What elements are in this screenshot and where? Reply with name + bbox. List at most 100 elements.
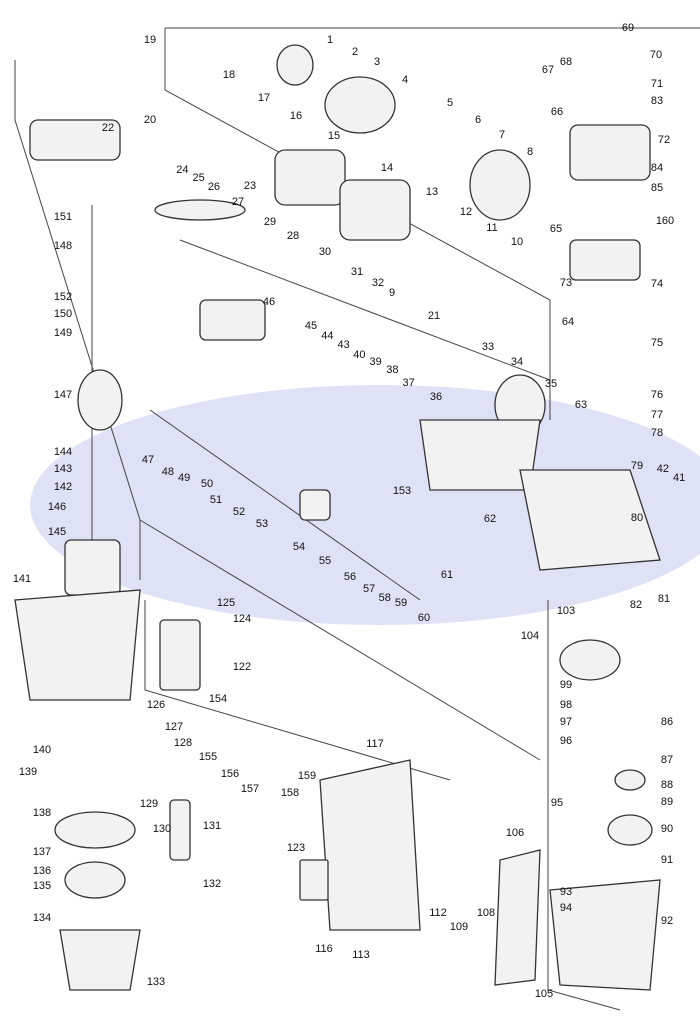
part-label-21: 21	[427, 309, 441, 322]
part-label-67: 67	[541, 63, 555, 76]
part-label-72: 72	[657, 133, 671, 146]
part-label-108: 108	[476, 906, 496, 919]
part-label-23: 23	[243, 179, 257, 192]
part-label-9: 9	[388, 286, 396, 299]
part-label-22: 22	[101, 121, 115, 134]
part-label-148: 148	[53, 239, 73, 252]
part-label-97: 97	[559, 715, 573, 728]
part-label-96: 96	[559, 734, 573, 747]
part-label-147: 147	[53, 388, 73, 401]
part-label-63: 63	[574, 398, 588, 411]
part-label-17: 17	[257, 91, 271, 104]
part-label-6: 6	[474, 113, 482, 126]
part-label-133: 133	[146, 975, 166, 988]
part-label-55: 55	[318, 554, 332, 567]
part-label-25: 25	[192, 171, 205, 184]
part-label-5: 5	[446, 96, 454, 109]
part-label-39: 39	[369, 355, 382, 368]
part-label-145: 145	[47, 525, 67, 538]
part-label-40: 40	[353, 348, 366, 361]
part-label-27: 27	[231, 195, 245, 208]
part-label-105: 105	[534, 987, 554, 1000]
part-label-155: 155	[198, 750, 218, 763]
part-label-10: 10	[510, 235, 524, 248]
part-label-33: 33	[481, 340, 495, 353]
part-label-90: 90	[660, 822, 674, 835]
part-label-15: 15	[327, 129, 341, 142]
part-label-109: 109	[449, 920, 469, 933]
part-label-134: 134	[32, 911, 52, 924]
part-label-76: 76	[650, 388, 664, 401]
part-label-127: 127	[164, 720, 184, 733]
part-label-139: 139	[18, 765, 38, 778]
part-label-141: 141	[12, 572, 32, 585]
part-label-124: 124	[232, 612, 252, 625]
part-label-26: 26	[207, 180, 221, 193]
part-label-74: 74	[650, 277, 664, 290]
part-label-29: 29	[263, 215, 277, 228]
part-label-20: 20	[143, 113, 157, 126]
part-label-60: 60	[417, 611, 431, 624]
part-label-57: 57	[363, 582, 376, 595]
part-label-68: 68	[559, 55, 573, 68]
part-label-64: 64	[561, 315, 575, 328]
part-label-98: 98	[559, 698, 573, 711]
part-label-79: 79	[630, 459, 644, 472]
part-label-56: 56	[343, 570, 357, 583]
part-label-136: 136	[32, 864, 52, 877]
part-label-78: 78	[650, 426, 664, 439]
part-label-16: 16	[289, 109, 303, 122]
part-label-84: 84	[650, 161, 664, 174]
part-label-146: 146	[47, 500, 67, 513]
part-label-28: 28	[286, 229, 300, 242]
part-label-53: 53	[255, 517, 269, 530]
part-label-126: 126	[146, 698, 166, 711]
part-label-61: 61	[440, 568, 454, 581]
part-label-8: 8	[526, 145, 534, 158]
part-label-75: 75	[650, 336, 664, 349]
part-label-38: 38	[386, 363, 399, 376]
part-label-123: 123	[286, 841, 306, 854]
part-label-140: 140	[32, 743, 52, 756]
part-label-44: 44	[321, 329, 334, 342]
part-label-156: 156	[220, 767, 240, 780]
part-label-116: 116	[315, 942, 333, 955]
part-label-48: 48	[161, 465, 174, 478]
part-label-31: 31	[350, 265, 364, 278]
part-label-85: 85	[650, 181, 664, 194]
part-label-19: 19	[143, 33, 157, 46]
part-label-7: 7	[498, 128, 506, 141]
part-label-129: 129	[139, 797, 159, 810]
part-label-153: 153	[392, 484, 412, 497]
part-label-70: 70	[649, 48, 663, 61]
part-label-151: 151	[53, 210, 73, 223]
part-label-32: 32	[371, 276, 385, 289]
part-label-122: 122	[232, 660, 252, 673]
spindle-part	[29, 119, 121, 161]
part-label-93: 93	[559, 885, 573, 898]
part-label-47: 47	[141, 453, 155, 466]
part-label-157: 157	[240, 782, 260, 795]
part-label-12: 12	[459, 205, 473, 218]
part-label-2: 2	[351, 45, 359, 58]
part-label-13: 13	[425, 185, 439, 198]
part-label-130: 130	[152, 822, 172, 835]
part-label-52: 52	[232, 505, 246, 518]
part-label-51: 51	[209, 493, 223, 506]
part-label-159: 159	[297, 769, 317, 782]
part-label-58: 58	[378, 591, 391, 604]
part-label-125: 125	[216, 596, 236, 609]
part-label-43: 43	[337, 338, 350, 351]
part-label-1: 1	[326, 33, 334, 46]
part-label-36: 36	[429, 390, 443, 403]
part-label-71: 71	[650, 77, 664, 90]
part-label-144: 144	[53, 445, 73, 458]
part-label-41: 41	[673, 471, 686, 484]
part-label-4: 4	[401, 73, 409, 86]
part-label-83: 83	[650, 94, 664, 107]
part-label-62: 62	[483, 512, 497, 525]
part-label-158: 158	[280, 786, 300, 799]
part-label-59: 59	[394, 596, 408, 609]
part-label-89: 89	[660, 795, 674, 808]
